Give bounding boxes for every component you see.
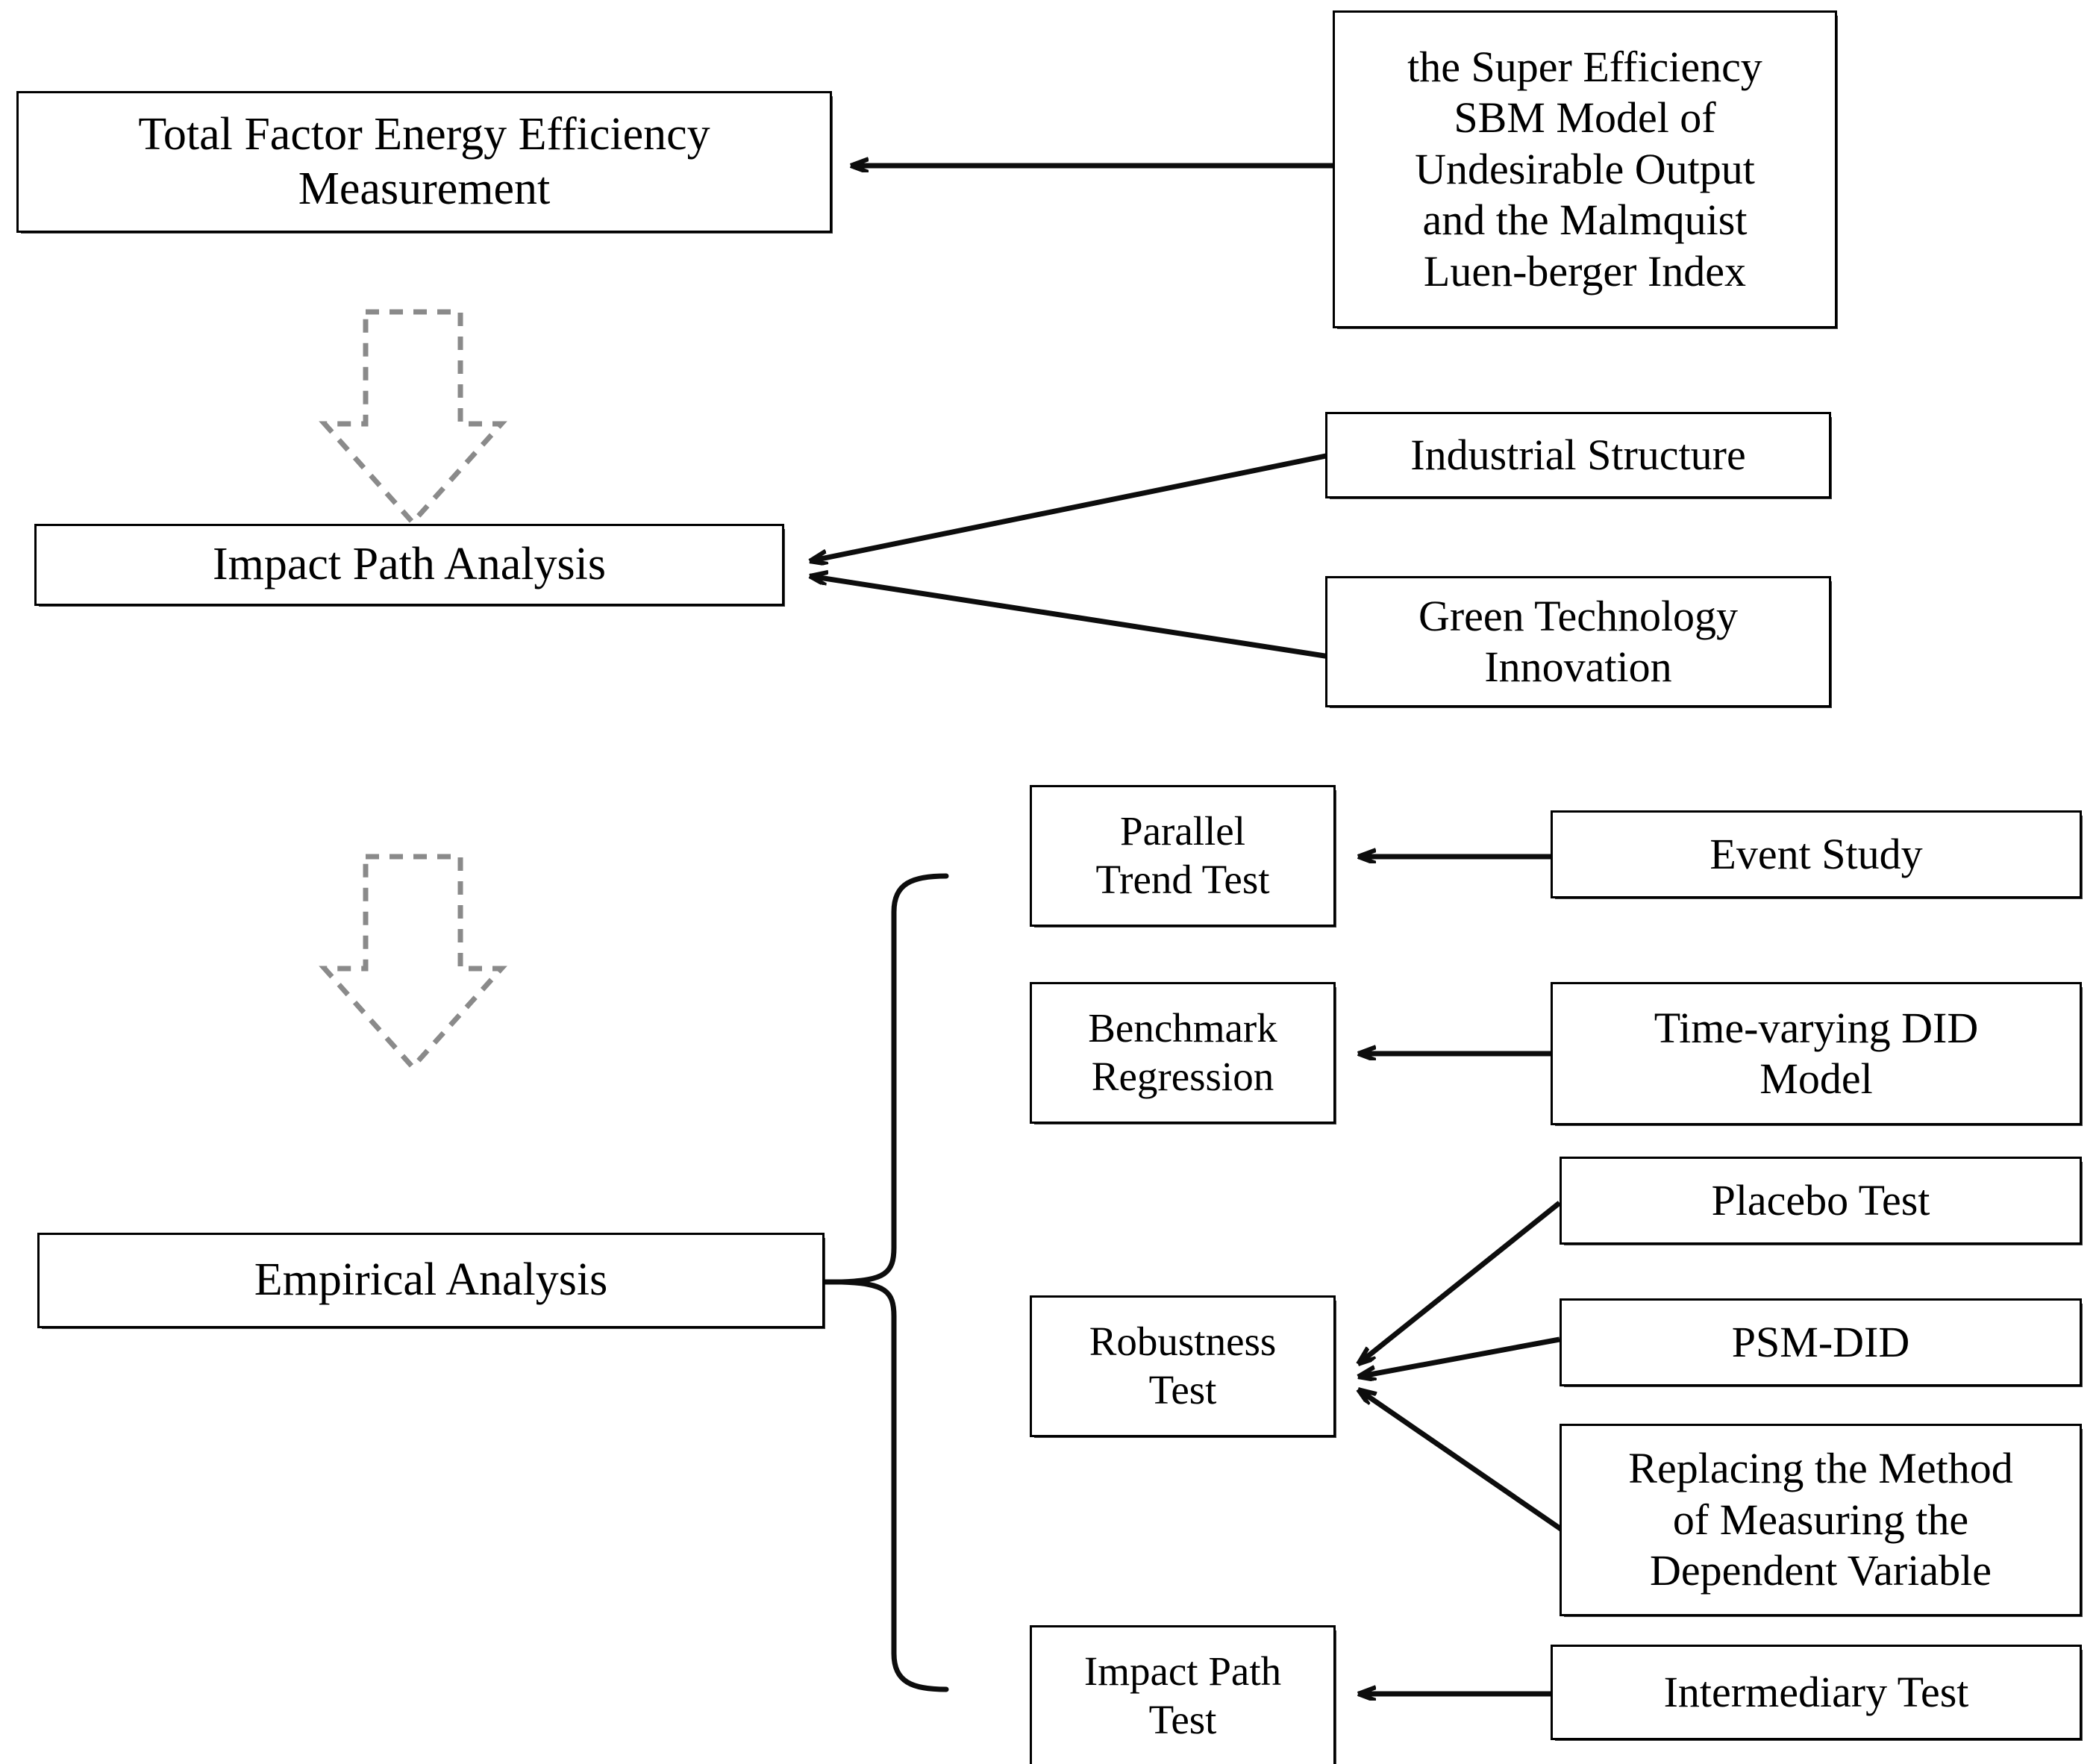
node-benchmark-regression[interactable]: Benchmark Regression <box>1030 982 1336 1125</box>
node-label: Time-varying DID Model <box>1654 1003 1979 1103</box>
grouping-brace <box>839 873 949 1692</box>
node-label: the Super Efficiency SBM Model of Undesi… <box>1407 42 1762 295</box>
node-event-study[interactable]: Event Study <box>1551 810 2083 899</box>
node-label: Intermediary Test <box>1663 1667 1969 1716</box>
connector-greentech-to-impact <box>810 576 1330 660</box>
connector-industrial-to-impact <box>810 452 1330 561</box>
node-placebo-test[interactable]: Placebo Test <box>1560 1157 2083 1245</box>
node-parallel-trend-test[interactable]: Parallel Trend Test <box>1030 785 1336 928</box>
node-total-factor-energy-efficiency-measurement[interactable]: Total Factor Energy Efficiency Measureme… <box>16 91 833 234</box>
node-label: Empirical Analysis <box>254 1254 608 1306</box>
node-time-varying-did-model[interactable]: Time-varying DID Model <box>1551 982 2083 1126</box>
node-psm-did[interactable]: PSM-DID <box>1560 1298 2083 1387</box>
connector-replacing-to-robustness <box>1358 1389 1565 1533</box>
node-label: PSM-DID <box>1731 1317 1910 1366</box>
node-industrial-structure[interactable]: Industrial Structure <box>1325 412 1832 499</box>
node-green-technology-innovation[interactable]: Green Technology Innovation <box>1325 576 1832 708</box>
node-impact-path-test[interactable]: Impact Path Test <box>1030 1625 1336 1764</box>
node-intermediary-test[interactable]: Intermediary Test <box>1551 1645 2083 1741</box>
node-label: Impact Path Analysis <box>213 539 606 590</box>
connector-placebo-to-robustness <box>1358 1201 1562 1364</box>
node-label: Impact Path Test <box>1083 1648 1282 1742</box>
node-label: Total Factor Energy Efficiency Measureme… <box>138 108 710 214</box>
node-label: Green Technology Innovation <box>1418 591 1739 691</box>
node-label: Robustness Test <box>1089 1319 1277 1413</box>
node-label: Placebo Test <box>1711 1175 1930 1225</box>
node-super-efficiency-sbm-model[interactable]: the Super Efficiency SBM Model of Undesi… <box>1333 10 1838 329</box>
node-label: Event Study <box>1709 829 1923 878</box>
node-replacing-method-dependent-variable[interactable]: Replacing the Method of Measuring the De… <box>1560 1424 2083 1617</box>
dashed-block-arrow-1 <box>319 309 507 527</box>
node-label: Industrial Structure <box>1410 430 1746 479</box>
node-robustness-test[interactable]: Robustness Test <box>1030 1295 1336 1438</box>
node-impact-path-analysis[interactable]: Impact Path Analysis <box>34 524 785 607</box>
node-label: Replacing the Method of Measuring the De… <box>1628 1444 2013 1595</box>
dashed-block-arrow-2 <box>319 854 507 1072</box>
connector-psmdid-to-robustness <box>1358 1336 1560 1377</box>
node-label: Parallel Trend Test <box>1095 808 1270 902</box>
node-empirical-analysis[interactable]: Empirical Analysis <box>37 1233 825 1329</box>
node-label: Benchmark Regression <box>1088 1005 1277 1099</box>
